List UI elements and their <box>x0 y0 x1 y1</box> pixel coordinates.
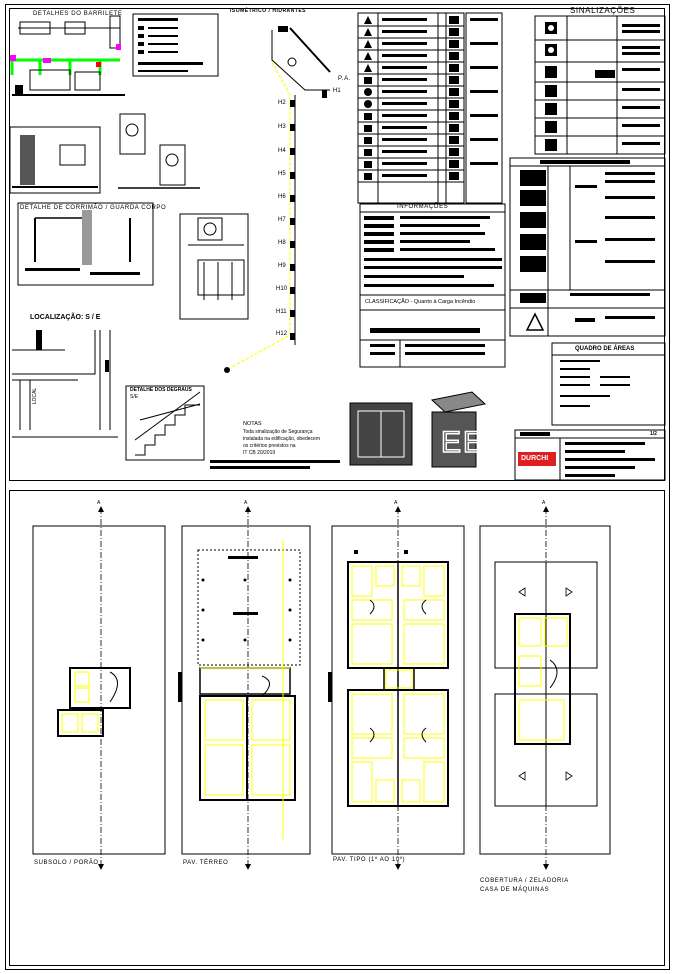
pa-label: P.A. <box>338 76 351 82</box>
plan-label-casa-maquinas: CASA DE MÁQUINAS <box>480 887 550 893</box>
hydrant-h3: H3 <box>278 124 286 130</box>
isometric-title: ISOMÉTRICO / HIDRANTES <box>230 8 307 14</box>
hydrant-h6: H6 <box>278 194 286 200</box>
hydrant-h2: H2 <box>278 100 286 106</box>
company-logo: DURCHI <box>521 455 549 462</box>
notes-line-4: IT CB 20/2019 <box>243 450 276 456</box>
hydrant-h12: H12 <box>276 331 288 337</box>
lower-panel <box>9 490 665 966</box>
hydrant-h5: H5 <box>278 171 286 177</box>
hydrant-h1: H1 <box>333 88 341 94</box>
section-marker-1: A <box>97 500 101 506</box>
notes-bar-1 <box>210 460 340 463</box>
barrilete-title: DETALHES DO BARRILETE <box>33 11 123 17</box>
svg-text:E: E <box>463 426 483 459</box>
stair-scale: S/E <box>130 394 139 400</box>
section-marker-2: A <box>244 500 248 506</box>
classification-label: CLASSIFICAÇÃO - Quanto à Carga Incêndio <box>365 299 476 305</box>
stair-detail-title: DETALHE DOS DEGRAUS <box>130 387 192 393</box>
signs-title: SINALIZAÇÕES <box>570 6 636 15</box>
plan-label-subsolo: SUBSOLO / PORÃO <box>34 860 99 866</box>
plan-label-terreo: PAV. TÉRREO <box>183 860 229 866</box>
notes-title: NOTAS <box>243 421 262 427</box>
plan-label-cobertura: COBERTURA / ZELADORIA <box>480 878 569 884</box>
hydrant-h9: H9 <box>278 263 286 269</box>
section-marker-4: A <box>542 500 546 506</box>
section-marker-3: A <box>394 500 398 506</box>
hydrant-h11: H11 <box>276 309 287 315</box>
sheet-number: 1/2 <box>650 431 657 437</box>
areas-title: QUADRO DE ÁREAS <box>575 346 635 352</box>
info-title: INFORMAÇÕES <box>397 204 449 210</box>
hydrant-h4: H4 <box>278 148 286 154</box>
handrail-title: DETALHE DE CORRIMÃO / GUARDA CORPO <box>20 205 167 211</box>
notes-line-2: instalada na edificação, obedecem <box>243 436 320 442</box>
plan-label-tipo: PAV. TIPO (1º AO 10º) <box>333 857 406 863</box>
notes-bar-2 <box>210 466 310 469</box>
svg-text:E: E <box>441 426 461 459</box>
hydrant-h8: H8 <box>278 240 286 246</box>
notes-line-3: os critérios previstos na <box>243 443 296 449</box>
hydrant-h10: H10 <box>276 286 288 292</box>
location-title: LOCALIZAÇÃO: S / E <box>30 314 101 321</box>
hydrant-h7: H7 <box>278 217 286 223</box>
notes-line-1: Toda sinalização de Segurança <box>243 429 313 435</box>
sheet-frame <box>5 4 670 970</box>
